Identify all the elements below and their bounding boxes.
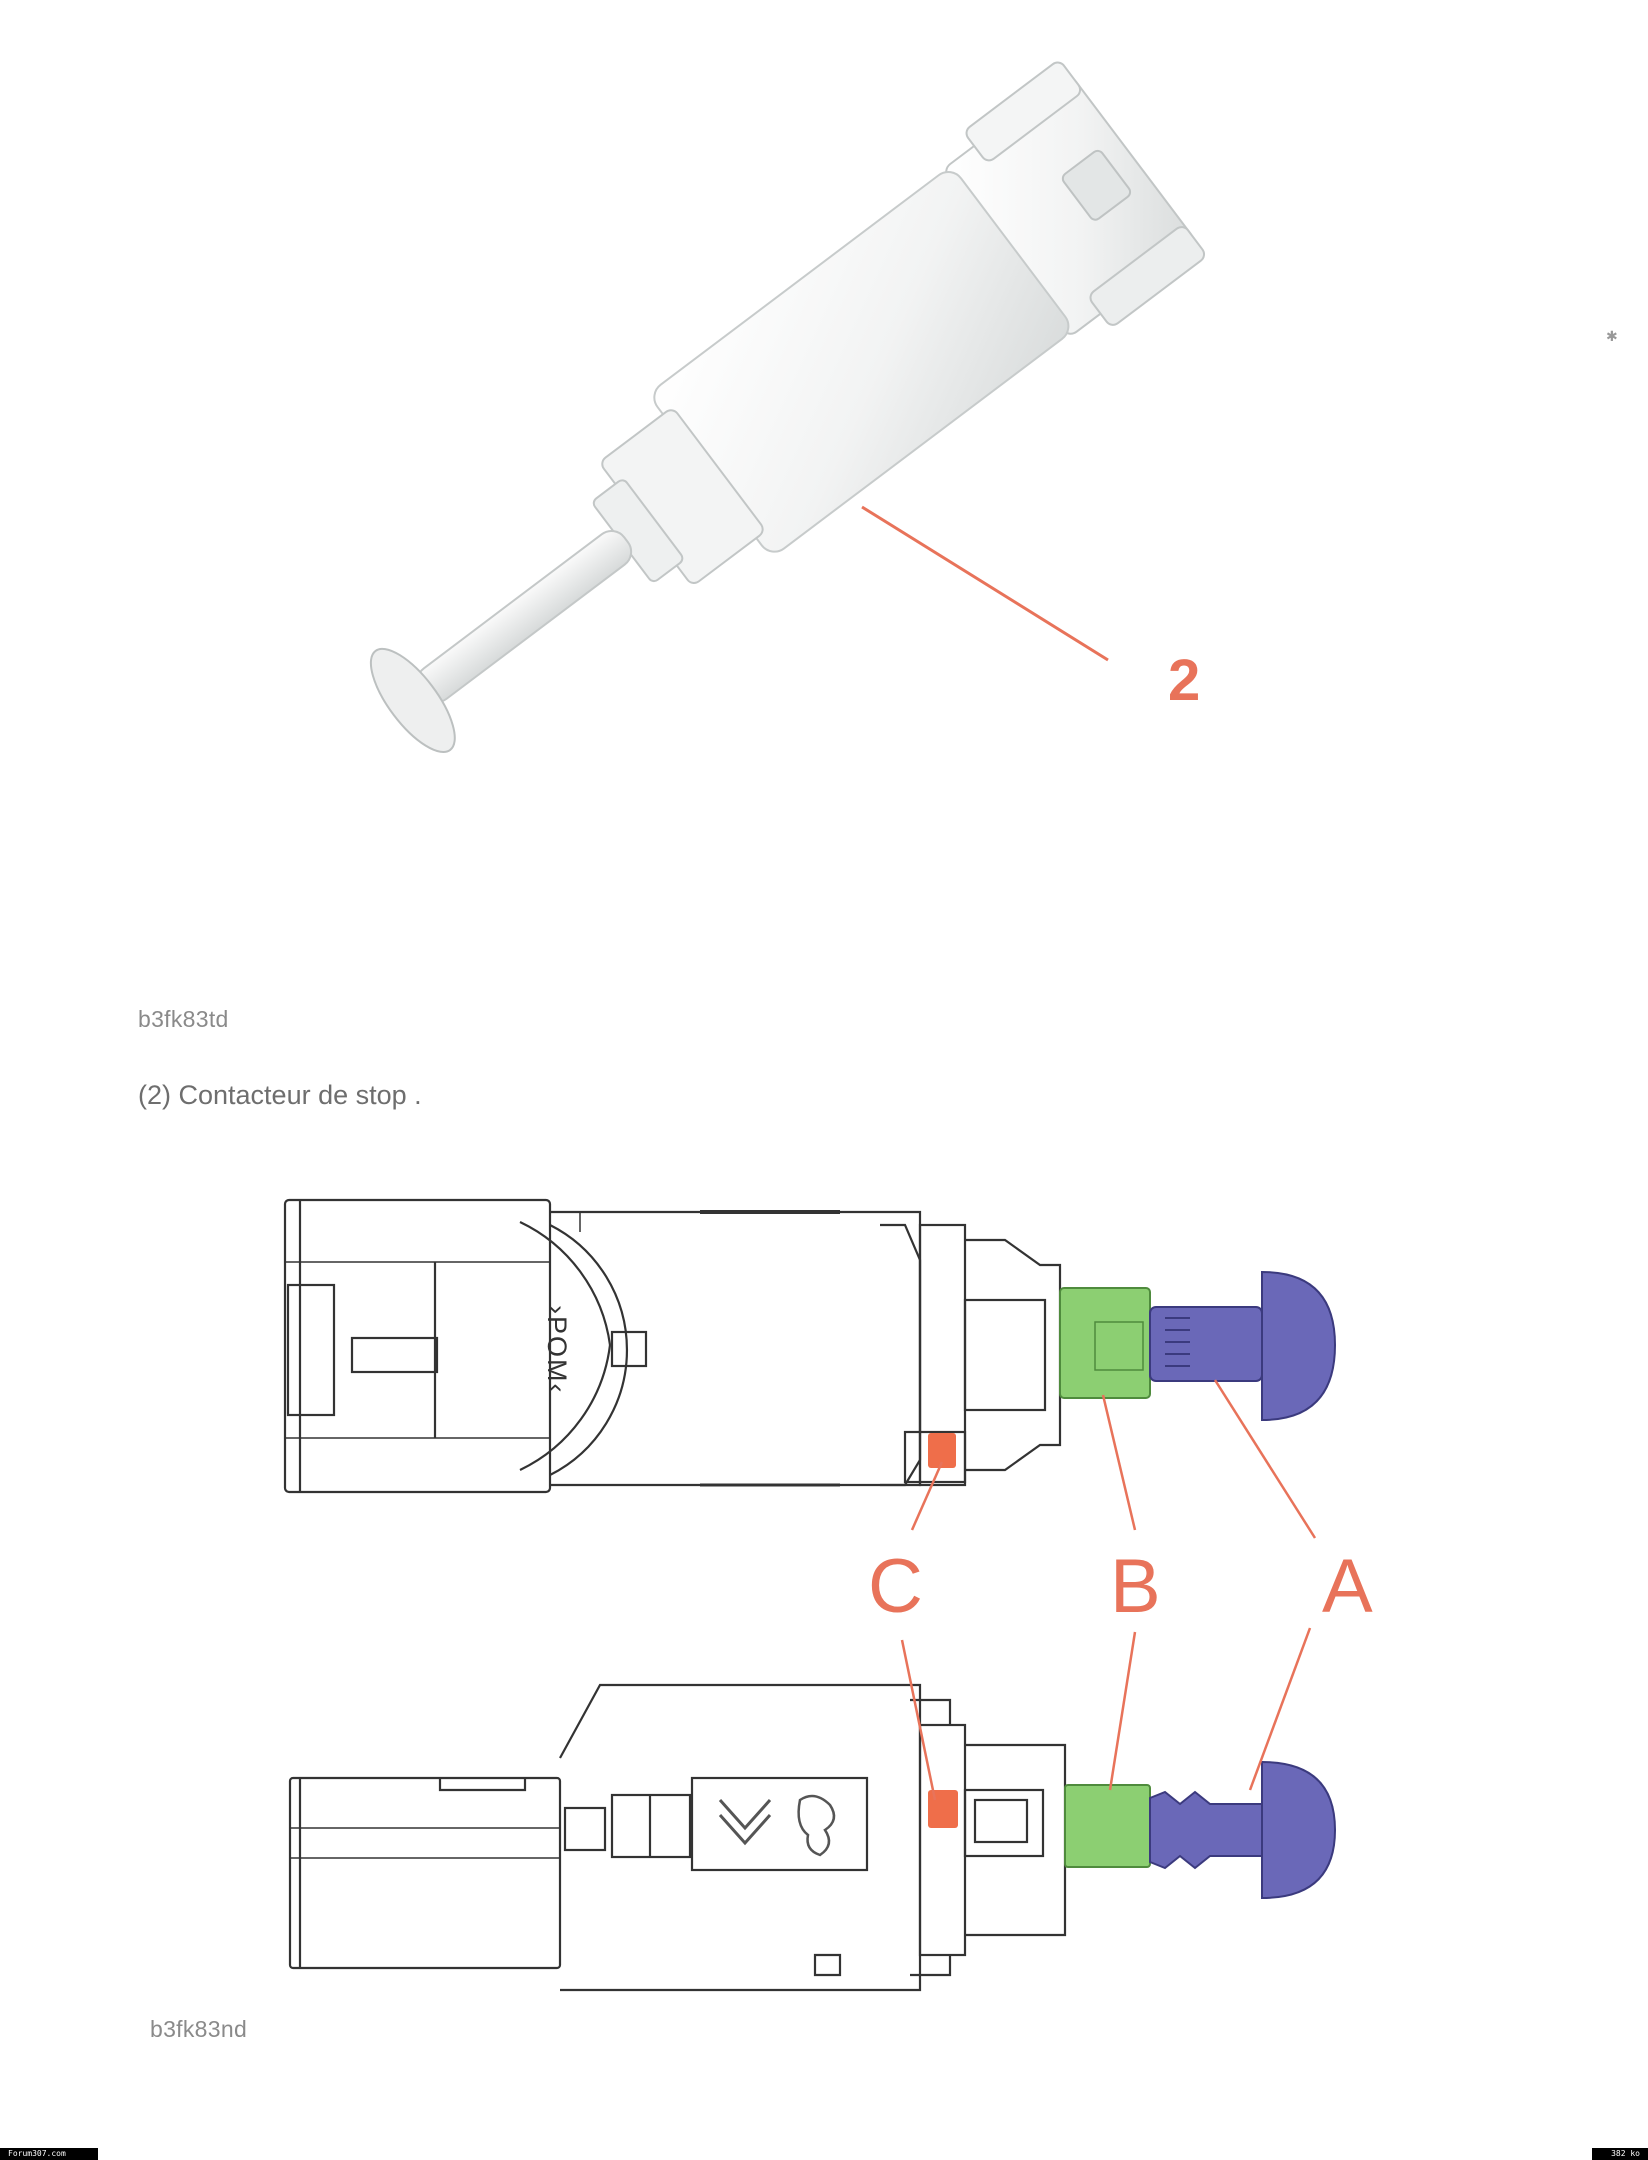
label-c: C <box>868 1544 923 1629</box>
callout-number-2: 2 <box>1168 648 1200 713</box>
label-b: B <box>1110 1544 1161 1629</box>
footer-left-tag: Forum307.com <box>0 2148 98 2160</box>
scan-speck: ✱ <box>1606 328 1618 344</box>
label-a: A <box>1322 1544 1373 1629</box>
lion-logo <box>797 1794 836 1857</box>
stop-switch-3d-illustration: 2 <box>369 61 1206 754</box>
figure-reference-2: b3fk83nd <box>150 2016 248 2042</box>
pom-marking: ›POM‹ <box>542 1305 572 1394</box>
figure-reference-1: b3fk83td <box>138 1006 229 1032</box>
brand-chevrons-logo <box>718 1799 772 1846</box>
footer-right-tag: 382 ko <box>1592 2148 1648 2160</box>
figure-caption: (2) Contacteur de stop . <box>138 1080 422 1110</box>
